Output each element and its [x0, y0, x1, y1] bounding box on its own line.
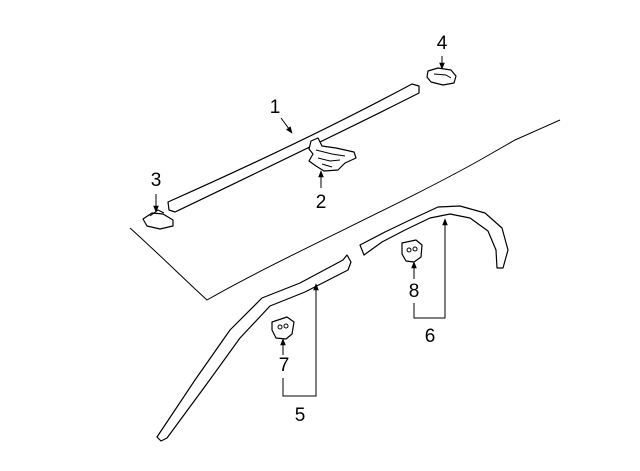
callout-1: 1: [270, 97, 281, 118]
roof-outline: [129, 119, 561, 301]
leader-1: [280, 117, 293, 134]
callout-4: 4: [437, 33, 448, 54]
callout-8: 8: [409, 281, 420, 302]
callout-2: 2: [316, 192, 327, 213]
callout-5: 5: [295, 405, 306, 426]
part-6-arch-molding: [359, 205, 509, 269]
part-3-clip: [142, 209, 174, 230]
part-4-clip: [426, 67, 457, 86]
callout-7: 7: [279, 355, 290, 376]
bracket-5: [282, 286, 317, 397]
bracket-6: [413, 222, 446, 319]
part-7-clip: [271, 316, 295, 340]
part-2-bracket: [308, 137, 357, 172]
callout-6: 6: [425, 326, 436, 347]
callout-3: 3: [151, 170, 162, 191]
part-1-roof-molding: [167, 83, 420, 213]
part-5-pillar-molding: [156, 254, 352, 442]
part-8-clip: [401, 239, 423, 263]
